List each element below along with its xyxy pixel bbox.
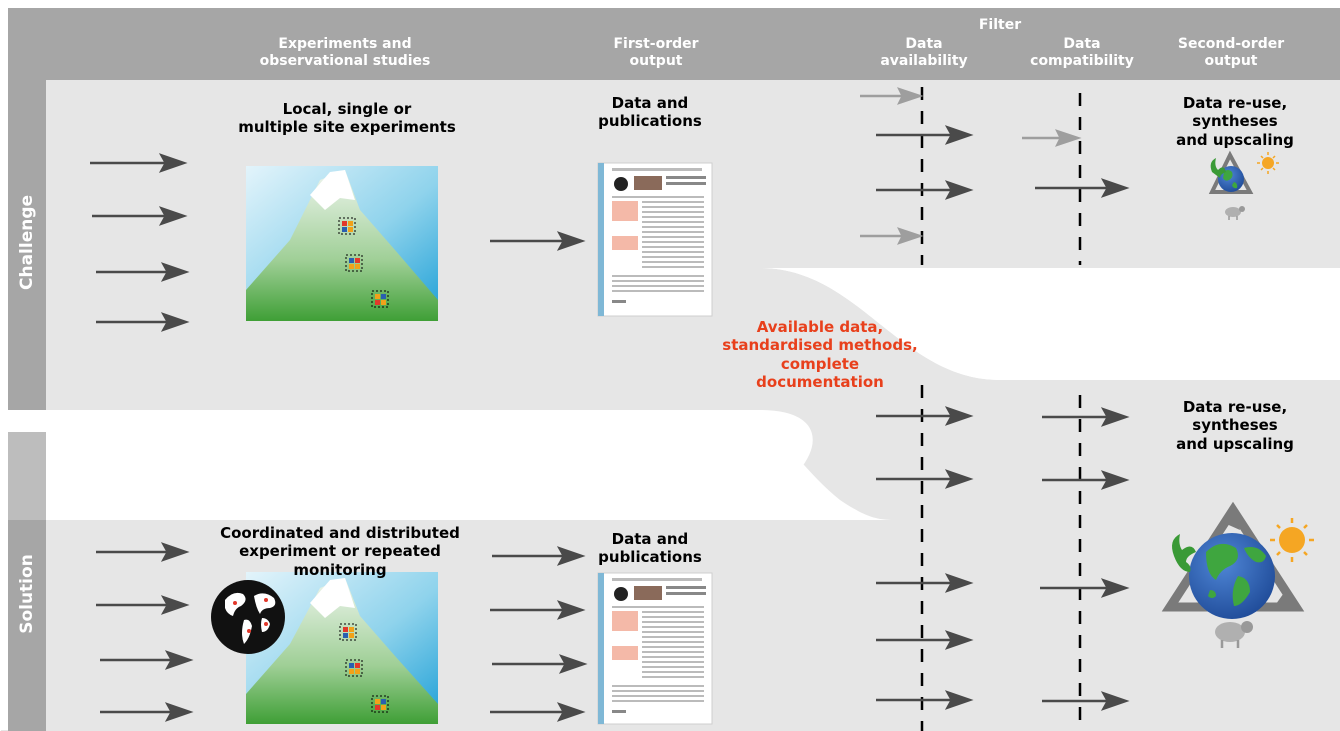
- arrow: [876, 690, 974, 710]
- arrow: [876, 630, 974, 650]
- challenge-availability-arrows: [860, 87, 974, 245]
- arrow: [96, 595, 190, 615]
- transition-gap: [8, 410, 900, 520]
- arrow-faded: [860, 227, 924, 245]
- arrow: [100, 650, 194, 670]
- solution-experiments-label: Coordinated and distributed experiment o…: [220, 524, 460, 579]
- plot-icon: [345, 254, 363, 272]
- challenge-mountain-image: [246, 166, 438, 321]
- header-first-order-output: First-order output: [613, 36, 699, 70]
- transition-label: Available data, standardised methods, co…: [722, 318, 918, 391]
- header-experiments: Experiments and observational studies: [259, 36, 431, 70]
- solution-availability-arrows: [876, 406, 974, 710]
- sun-icon: [1257, 152, 1279, 174]
- arrow: [876, 573, 974, 593]
- plot-icon: [339, 623, 357, 641]
- arrow: [96, 542, 190, 562]
- plot-icon: [338, 217, 356, 235]
- plot-icon: [371, 695, 389, 713]
- arrow: [492, 654, 588, 674]
- header-second-order-output: Second-order output: [1177, 36, 1285, 70]
- solution-input-arrows: [96, 542, 194, 722]
- arrow: [1042, 691, 1130, 711]
- arrow-faded: [860, 87, 924, 105]
- arrow-faded: [1022, 129, 1082, 147]
- solution-side-label: Solution: [17, 554, 37, 634]
- arrow: [1040, 578, 1130, 598]
- transition-gap-right: [760, 268, 1340, 380]
- challenge-synthesis-icon: [1208, 150, 1279, 220]
- world-globe-icon: [211, 580, 285, 654]
- arrow: [876, 125, 974, 145]
- solution-mountain-image: [246, 572, 438, 724]
- solution-publication-icon: [597, 572, 713, 725]
- plot-icon: [345, 659, 363, 677]
- challenge-input-arrows: [90, 153, 190, 332]
- header-filter: Filter: [978, 17, 1022, 33]
- challenge-side-label: Challenge: [17, 194, 37, 290]
- solution-side-bar-top: [8, 432, 46, 520]
- sheep-icon: [1215, 621, 1253, 648]
- plant-icon: [1210, 158, 1226, 178]
- challenge-output-arrow: [490, 231, 586, 251]
- solution-output-arrows: [490, 546, 588, 722]
- challenge-output-label: Data and publications: [598, 94, 702, 131]
- solution-synthesis-icon: [1161, 501, 1314, 648]
- arrow: [1042, 470, 1130, 490]
- header-data-availability: Data availability: [880, 36, 968, 70]
- arrow: [490, 600, 586, 620]
- challenge-publication-icon: [597, 162, 713, 317]
- arrow: [96, 262, 190, 282]
- solution-output-label: Data and publications: [598, 530, 702, 567]
- solution-second-order-label: Data re-use, syntheses and upscaling: [1176, 398, 1294, 453]
- challenge-experiments-label: Local, single or multiple site experimen…: [238, 100, 456, 137]
- arrow: [100, 702, 194, 722]
- arrow: [1035, 178, 1130, 198]
- challenge-compatibility-arrows: [1022, 129, 1130, 198]
- arrow: [876, 406, 974, 426]
- sun-icon: [1270, 518, 1314, 562]
- plant-icon: [1172, 534, 1196, 572]
- arrow: [490, 702, 586, 722]
- challenge-second-order-label: Data re-use, syntheses and upscaling: [1176, 94, 1294, 149]
- arrow: [1042, 407, 1130, 427]
- header-band: [8, 8, 1340, 80]
- solution-compatibility-arrows: [1040, 407, 1130, 711]
- arrow: [876, 469, 974, 489]
- header-data-compatibility: Data compatibility: [1030, 36, 1134, 70]
- arrow: [492, 546, 586, 566]
- challenge-side-bar: [8, 80, 46, 410]
- plot-icon: [371, 290, 389, 308]
- arrow: [876, 180, 974, 200]
- sheep-icon: [1225, 206, 1245, 220]
- arrow: [92, 206, 188, 226]
- arrow: [96, 312, 190, 332]
- arrow: [90, 153, 188, 173]
